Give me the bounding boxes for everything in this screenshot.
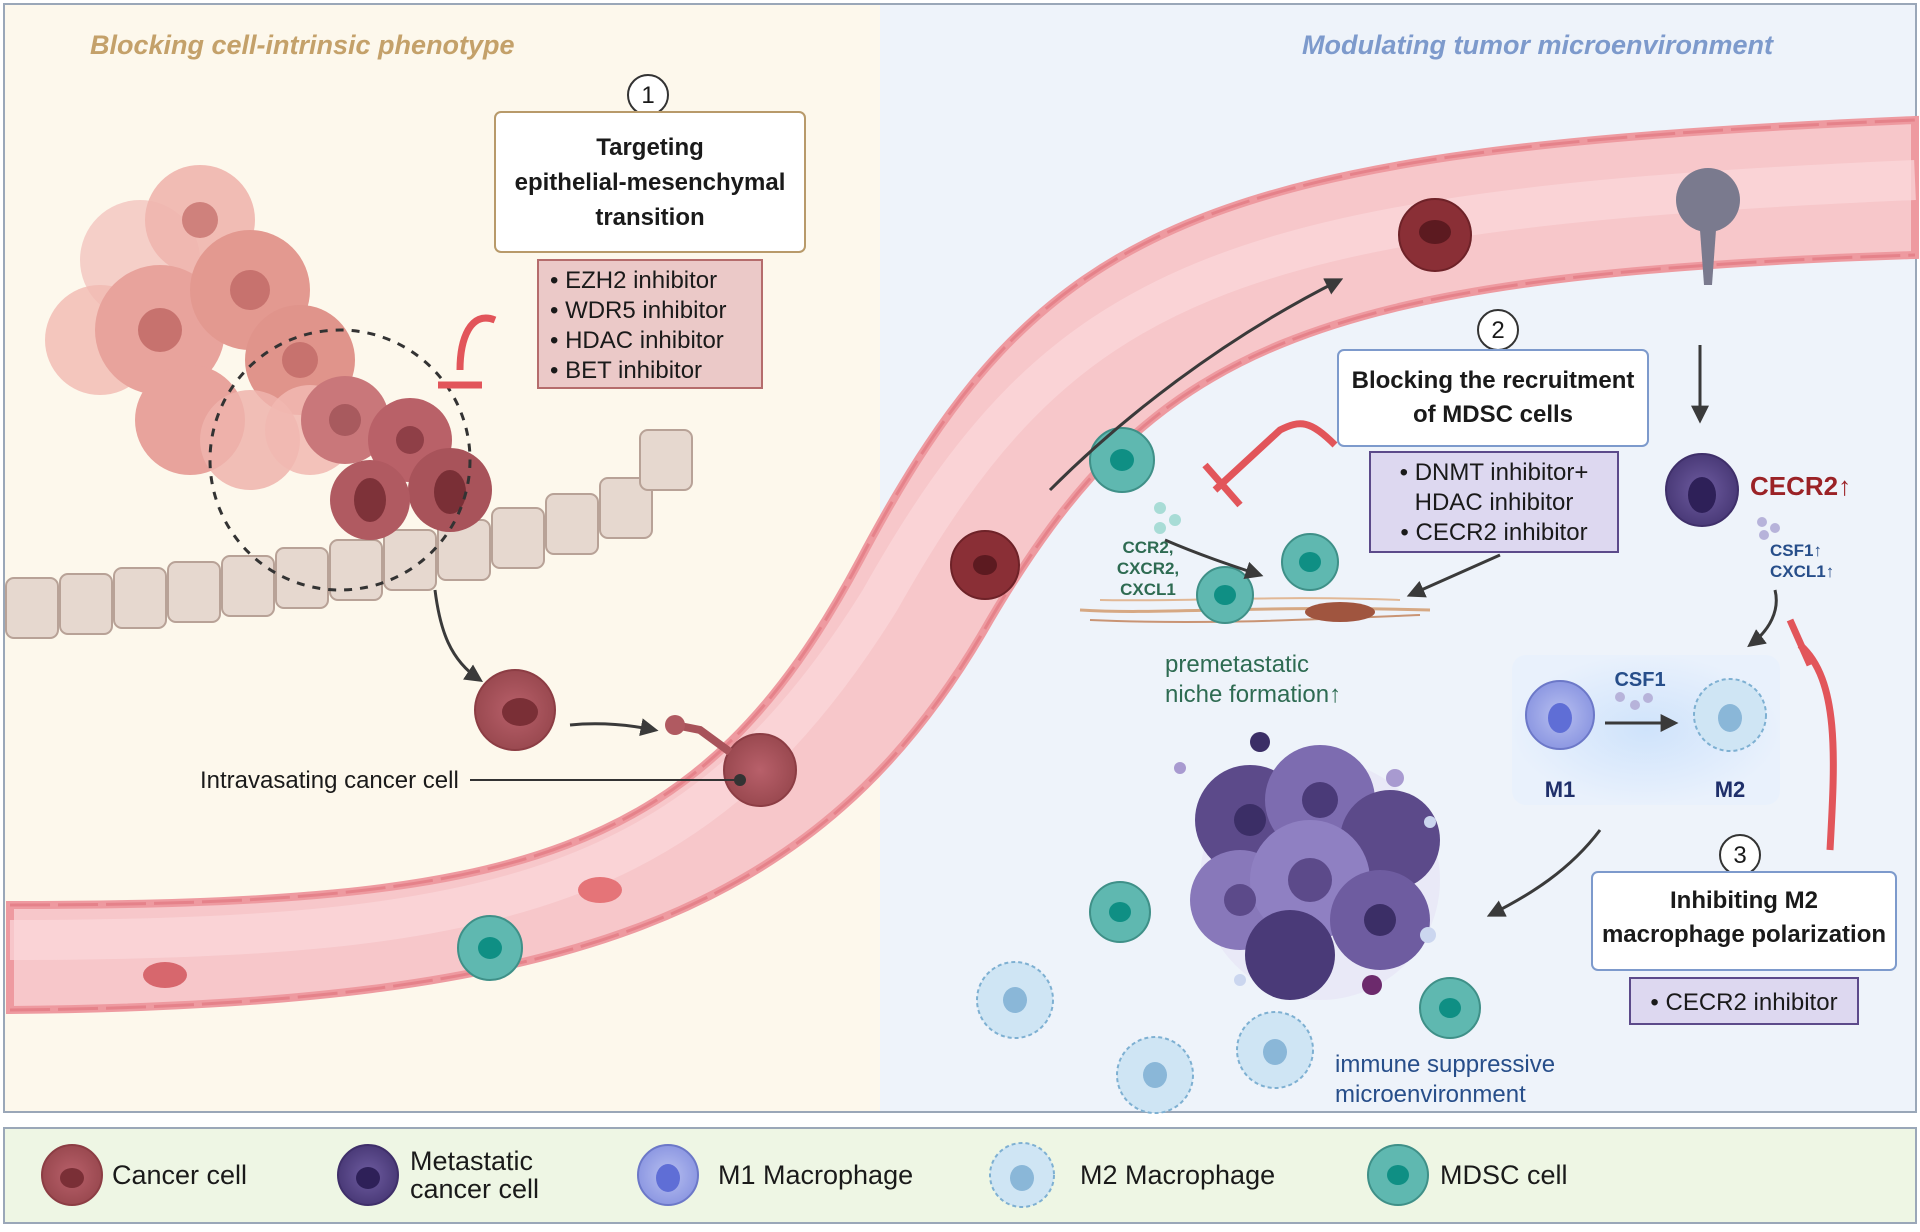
migrating-cancer-cells: Intravasating cancer cell: [200, 589, 797, 807]
immune-label: microenvironment: [1335, 1081, 1526, 1108]
strategy-3-title-box: [1591, 871, 1897, 971]
strategy-3-title-line: Inhibiting M2: [1670, 887, 1818, 914]
immune-label: immune suppressive: [1335, 1051, 1555, 1078]
intravasating-label: Intravasating cancer cell: [200, 767, 459, 794]
m1-label: M1: [1545, 777, 1576, 802]
inhibition-arrow-1: [456, 314, 497, 371]
strategy-1-drug-box: [537, 259, 763, 389]
step-1-label: 1: [641, 82, 654, 109]
inhibition-arrow-3: [1797, 642, 1837, 851]
legend-label: MDSC cell: [1440, 1160, 1568, 1190]
strategy-1-title-line: epithelial-mesenchymal: [515, 169, 786, 196]
step-2-label: 2: [1491, 317, 1504, 344]
primary-tumor: [45, 165, 492, 592]
legend: Cancer cell Metastatic cancer cell M1 Ma…: [3, 1127, 1917, 1224]
m2-macrophage-icon: [989, 1142, 1055, 1208]
cancer-cell-icon: [41, 1144, 103, 1206]
m1-macrophage-icon: [637, 1144, 699, 1206]
mdsc-cell-icon: [1367, 1144, 1429, 1206]
m2-label: M2: [1715, 777, 1746, 802]
chemokine-label: CXCR2,: [1117, 559, 1179, 578]
strategy-2-title-box: [1337, 349, 1649, 447]
csf1-cxcl1-label: CXCL1↑: [1770, 562, 1834, 581]
chemokine-label: CXCL1: [1120, 580, 1176, 599]
drug-item: • CECR2 inhibitor: [1650, 989, 1837, 1016]
drug-item: • HDAC inhibitor: [550, 327, 724, 354]
drug-item: • DNMT inhibitor+: [1400, 459, 1589, 486]
cecr2-cell: CECR2↑ CSF1↑ CXCL1↑: [1665, 345, 1851, 648]
strategy-1: 1 Targeting epithelial-mesenchymal trans…: [438, 74, 806, 389]
legend-label: M1 Macrophage: [718, 1160, 913, 1190]
metastatic-tumor: [1174, 732, 1440, 1000]
epithelium: [5, 429, 693, 639]
drug-item: • CECR2 inhibitor: [1400, 519, 1587, 546]
cecr2-label: CECR2↑: [1750, 471, 1851, 501]
inhibition-arrow-2: [1212, 420, 1338, 493]
step-3-label: 3: [1733, 842, 1746, 869]
drug-item: • WDR5 inhibitor: [550, 297, 726, 324]
strategy-2-title-line: of MDSC cells: [1413, 401, 1573, 428]
immune-cells: immune suppressive microenvironment: [976, 881, 1555, 1114]
metastatic-cancer-cell-icon: [337, 1144, 399, 1206]
premetastatic-niche: CCR2, CXCR2, CXCL1 premetastatic niche f…: [1079, 502, 1431, 708]
legend-label: M2 Macrophage: [1080, 1160, 1275, 1190]
strategy-1-title-line: Targeting: [596, 134, 704, 161]
strategy-3-title-line: macrophage polarization: [1602, 921, 1886, 948]
strategy-2: 2 Blocking the recruitment of MDSC cells…: [1202, 309, 1649, 598]
legend-label: cancer cell: [410, 1174, 539, 1204]
chemokine-label: CCR2,: [1122, 538, 1173, 557]
premetastatic-label: premetastatic: [1165, 651, 1309, 678]
csf1-label: CSF1: [1614, 669, 1665, 691]
strategy-2-title-line: Blocking the recruitment: [1352, 367, 1635, 394]
csf1-cxcl1-label: CSF1↑: [1770, 541, 1822, 560]
vessel-cells: [143, 168, 1740, 988]
drug-item: • EZH2 inhibitor: [550, 267, 717, 294]
strategy-3: 3 Inhibiting M2 macrophage polarization …: [1486, 618, 1897, 1025]
legend-label: Cancer cell: [112, 1160, 247, 1190]
right-panel-title: Modulating tumor microenvironment: [1302, 30, 1774, 60]
premetastatic-label: niche formation↑: [1165, 681, 1341, 708]
polarization-box: CSF1 M1 M2: [1512, 655, 1780, 805]
strategy-1-title-box: [494, 111, 806, 253]
left-panel-title: Blocking cell-intrinsic phenotype: [90, 30, 515, 60]
inhibition-bar-3: [1786, 618, 1814, 667]
strategy-2-drug-box: [1369, 451, 1619, 553]
legend-label: Metastatic: [410, 1146, 533, 1176]
figure-border: [3, 3, 1917, 1113]
strategy-1-title-line: transition: [595, 204, 704, 231]
inhibition-bar-2: [1202, 462, 1243, 508]
strategy-3-drug-box: [1629, 977, 1859, 1025]
drug-item: HDAC inhibitor: [1415, 489, 1574, 516]
drug-item: • BET inhibitor: [550, 357, 702, 384]
